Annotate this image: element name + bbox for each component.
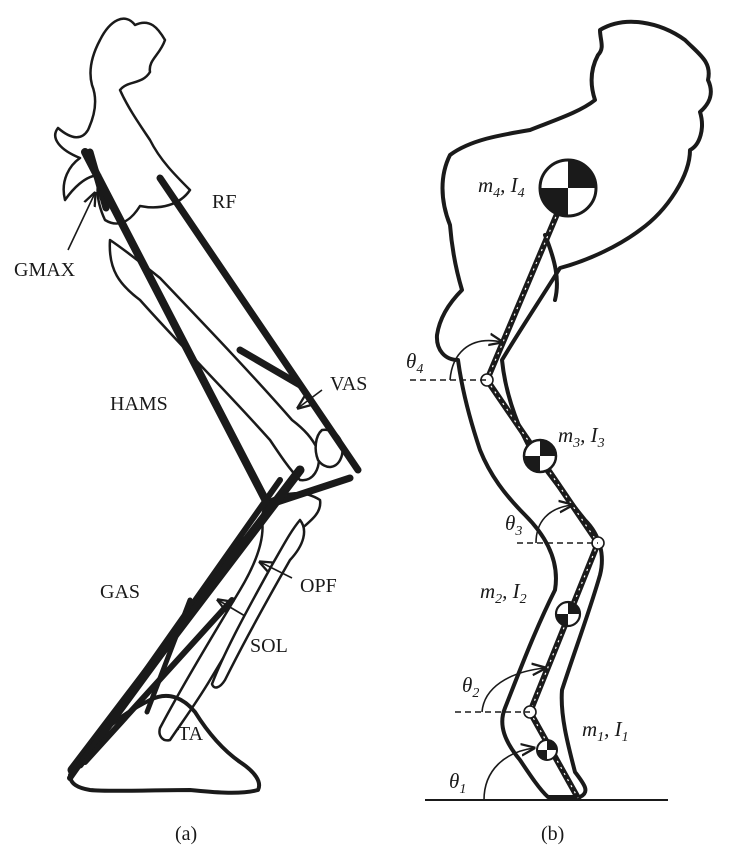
com-marker-2 <box>554 600 582 628</box>
label-segment-4: m4, I4 <box>478 173 525 201</box>
com-marker-4 <box>538 158 598 218</box>
segment-4 <box>484 185 571 383</box>
label-segment-1: m1, I1 <box>582 717 629 745</box>
label-gmax: GMAX <box>14 259 76 281</box>
muscle-rf-line <box>156 174 362 474</box>
label-theta-4: θ4 <box>406 349 423 377</box>
caption-b: (b) <box>541 823 564 845</box>
angle-arc-4 <box>449 341 502 381</box>
label-ta: TA <box>178 723 204 745</box>
panel-b: m4, I4 m3, I3 m2, I2 m1, I1 θ4 θ3 θ2 θ1 … <box>406 19 713 845</box>
muscle-ta-line <box>144 597 193 715</box>
sol-arrow <box>218 600 246 617</box>
angle-arc-1 <box>483 748 534 801</box>
vas-arrow <box>298 389 323 408</box>
com-marker-3 <box>522 438 558 474</box>
angle-arc-3 <box>535 505 572 544</box>
label-theta-1: θ1 <box>449 769 466 797</box>
label-hams: HAMS <box>110 393 168 415</box>
opf-arrow <box>260 562 293 579</box>
com-marker-1 <box>536 739 558 761</box>
caption-a: (a) <box>175 823 197 845</box>
label-theta-3: θ3 <box>505 511 522 539</box>
gmax-arrow <box>67 193 95 251</box>
label-segment-2: m2, I2 <box>480 579 527 607</box>
label-opf: OPF <box>300 575 337 597</box>
segment-2-core <box>529 542 599 713</box>
muscle-opf-line <box>76 536 249 769</box>
pelvis-bone <box>54 17 192 225</box>
muscle-hams-line <box>81 148 272 509</box>
label-segment-3: m3, I3 <box>558 423 605 451</box>
label-gas: GAS <box>100 581 140 603</box>
angle-arc-2 <box>481 668 545 713</box>
body-silhouette <box>434 19 713 799</box>
label-sol: SOL <box>250 635 288 657</box>
muscle-vas-line <box>236 346 304 389</box>
label-theta-2: θ2 <box>462 673 479 701</box>
panel-a: RF GMAX VAS HAMS GAS OPF SOL TA (a) <box>14 17 367 845</box>
label-rf: RF <box>212 191 236 213</box>
label-vas: VAS <box>330 373 367 395</box>
